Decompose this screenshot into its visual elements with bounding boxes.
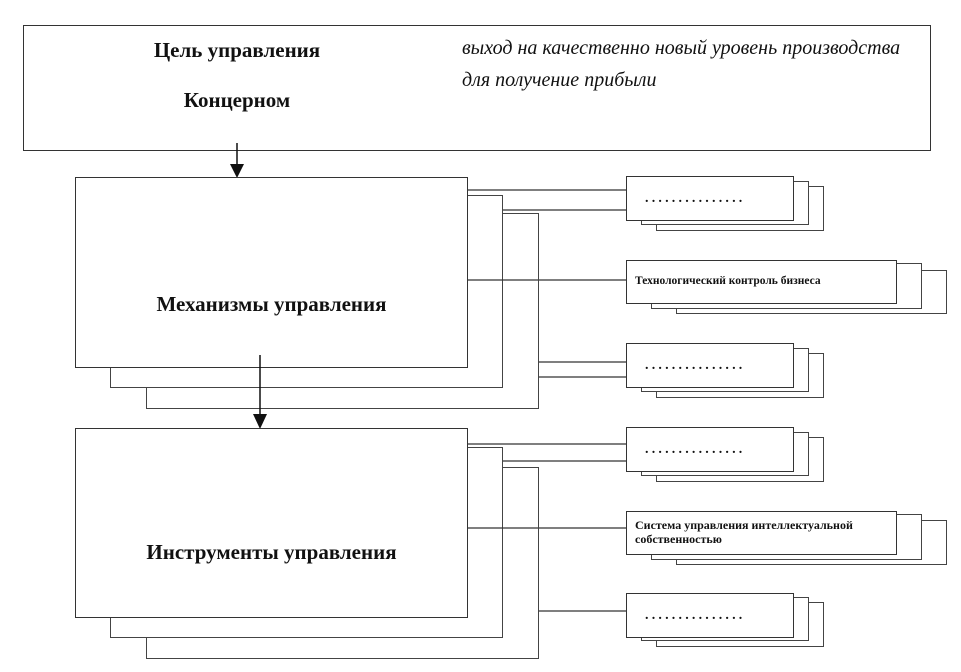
goal-title-line2: Концерном [183,88,291,112]
mech-item3-box: ............... [626,343,794,388]
instr-item3-label: ............... [645,608,746,623]
instruments-label: Инструменты управления [146,540,397,564]
instr-item1-label: ............... [645,442,746,457]
instruments-box: Инструменты управления [75,428,468,618]
goal-description: выход на качественно новый уровень произ… [462,37,901,91]
mech-item3-label: ............... [645,358,746,373]
mech-item1-label: ............... [645,191,746,206]
instr-item2-box: Система управления интеллектуальной собс… [626,511,897,555]
mechanisms-label: Механизмы управления [156,292,387,316]
arrow-head-icon [230,164,244,178]
instr-item2-label: Система управления интеллектуальной собс… [635,518,853,546]
goal-description-box: выход на качественно новый уровень произ… [450,25,931,151]
mech-item2-label: Технологический контроль бизнеса [635,275,821,287]
mech-item1-box: ............... [626,176,794,221]
arrow-head-icon [253,414,267,429]
mech-item2-box: Технологический контроль бизнеса [626,260,897,304]
instr-item1-box: ............... [626,427,794,472]
goal-title-line1: Цель управления [153,38,321,62]
mechanisms-box: Механизмы управления [75,177,468,368]
goal-box: Цель управления Концерном [23,25,451,151]
instr-item3-box: ............... [626,593,794,638]
